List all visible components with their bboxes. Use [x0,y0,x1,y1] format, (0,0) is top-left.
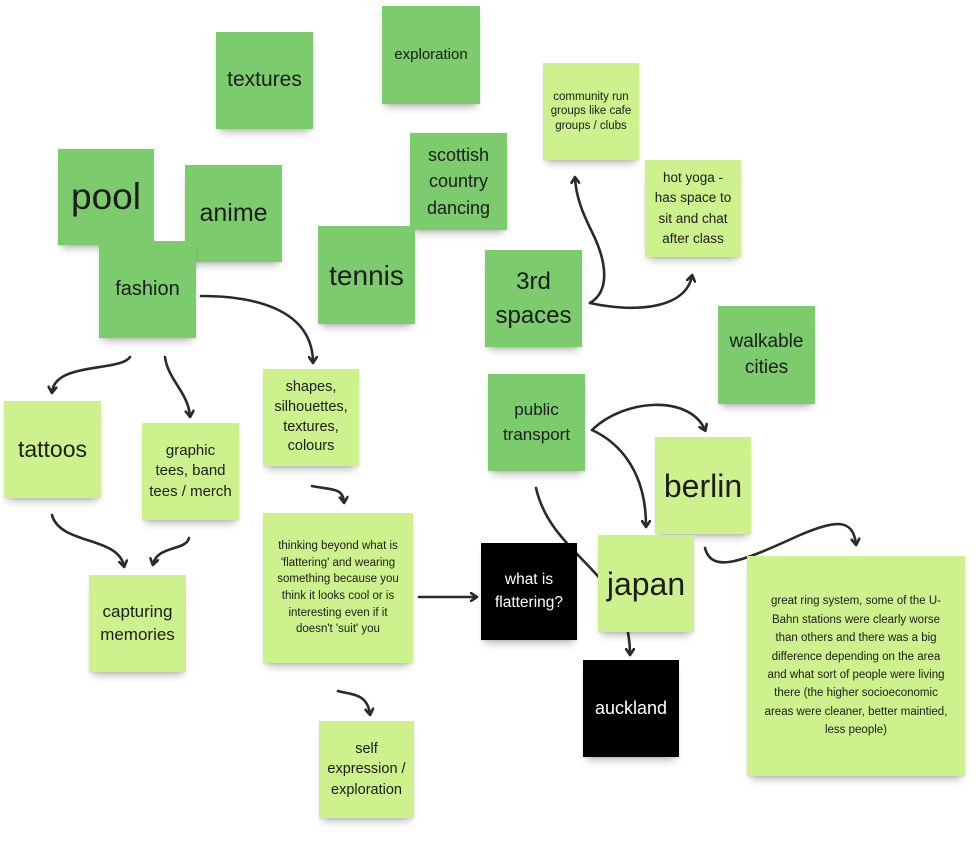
note-shapes-silhouettes[interactable]: shapes, silhouettes, textures, colours [263,369,359,466]
arrow-graphic-tees-to-capturing [153,536,191,564]
note-ring-system-text: great ring system, some of the U-Bahn st… [764,595,948,737]
note-community-groups-text: community run groups like cafe groups / … [550,90,632,132]
note-tennis[interactable]: tennis [318,226,415,324]
note-textures[interactable]: textures [216,32,313,129]
note-fashion-text: fashion [115,278,180,300]
arrow-3rd-spaces-to-hot-yoga [588,276,692,310]
note-capturing-memories[interactable]: capturing memories [89,575,186,672]
note-tennis-text: tennis [329,259,404,291]
note-berlin[interactable]: berlin [655,437,751,534]
note-fashion[interactable]: fashion [99,241,196,338]
note-what-is-flattering-text: what is flattering? [494,571,564,611]
note-3rd-spaces[interactable]: 3rd spaces [485,250,582,347]
arrow-fashion-to-tattoos [52,355,132,392]
note-hot-yoga-text: hot yoga - has space to sit and chat aft… [654,170,732,246]
arrow-transport-to-japan [590,428,646,526]
note-exploration-text: exploration [394,45,468,63]
note-pool-text: pool [71,175,141,217]
note-beyond-flattering[interactable]: thinking beyond what is 'flattering' and… [263,513,413,663]
note-textures-text: textures [227,68,302,92]
arrow-shapes-to-thinking [310,484,344,502]
note-self-expression[interactable]: self expression / exploration [319,721,414,818]
note-self-expression-text: self expression / exploration [327,741,406,798]
note-walkable-cities-text: walkable cities [729,331,804,378]
arrow-thinking-to-self-expression [336,689,370,714]
note-ring-system[interactable]: great ring system, some of the U-Bahn st… [747,556,965,776]
note-beyond-flattering-text: thinking beyond what is 'flattering' and… [277,539,399,636]
note-public-transport-text: public transport [502,399,571,444]
note-scottish-country-dancing[interactable]: scottish country dancing [410,133,507,230]
note-hot-yoga[interactable]: hot yoga - has space to sit and chat aft… [645,160,741,257]
note-walkable-cities[interactable]: walkable cities [718,306,815,404]
note-what-is-flattering[interactable]: what is flattering? [481,543,577,640]
note-tattoos[interactable]: tattoos [4,401,101,498]
arrow-tattoos-to-capturing [50,513,124,566]
note-public-transport[interactable]: public transport [488,374,585,471]
note-anime[interactable]: anime [185,165,282,262]
arrow-transport-to-berlin [590,403,705,430]
note-3rd-spaces-text: 3rd spaces [495,267,572,329]
note-tattoos-text: tattoos [17,436,88,463]
note-pool[interactable]: pool [58,149,154,245]
arrow-fashion-to-shapes [199,294,313,362]
note-auckland[interactable]: auckland [583,660,679,757]
note-graphic-tees-text: graphic tees, band tees / merch [149,442,232,500]
note-berlin-text: berlin [663,467,743,504]
note-scottish-country-dancing-text: scottish country dancing [426,145,491,218]
note-graphic-tees[interactable]: graphic tees, band tees / merch [142,423,239,520]
note-capturing-memories-text: capturing memories [100,601,175,644]
note-japan[interactable]: japan [598,535,694,632]
note-shapes-silhouettes-text: shapes, silhouettes, textures, colours [274,379,348,455]
note-japan-text: japan [606,565,686,602]
note-auckland-text: auckland [594,698,668,719]
note-anime-text: anime [199,198,268,227]
note-community-groups[interactable]: community run groups like cafe groups / … [543,63,639,160]
note-exploration[interactable]: exploration [382,6,480,104]
arrow-fashion-to-graphic-tees [163,355,190,416]
